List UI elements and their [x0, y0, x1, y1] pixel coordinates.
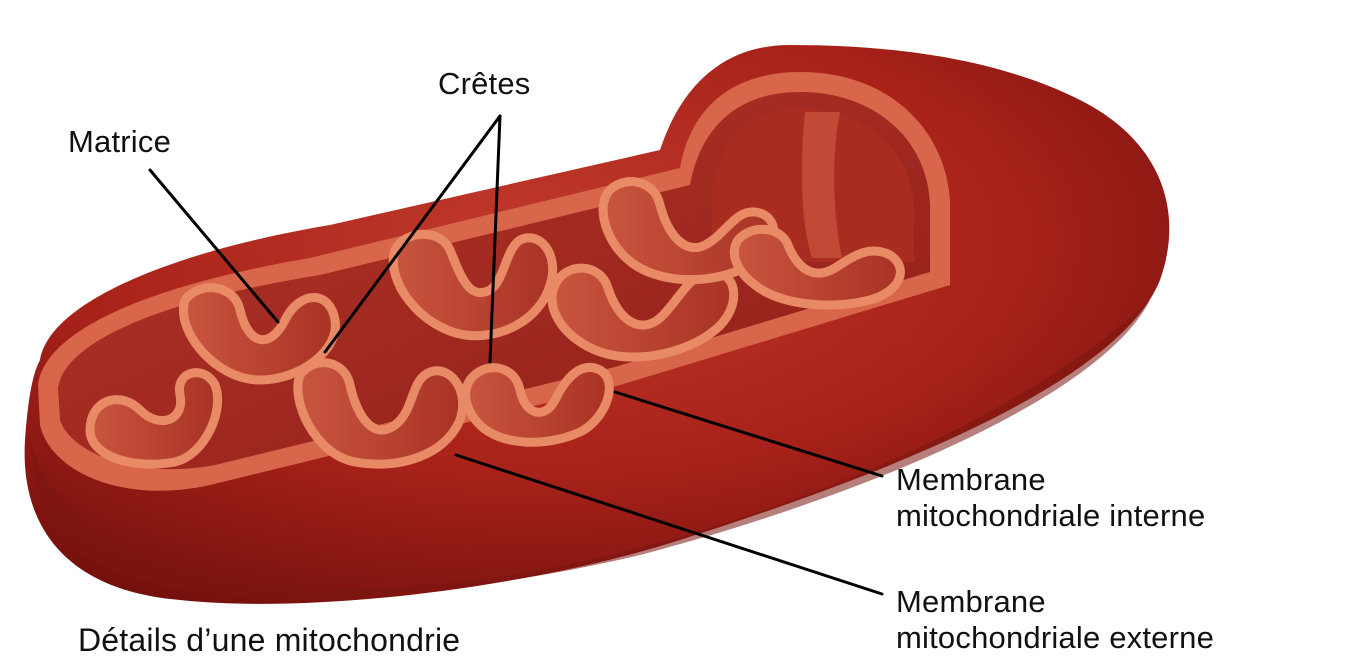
- label-outer-membrane: Membrane mitochondriale externe: [896, 584, 1214, 656]
- label-cretes: Crêtes: [438, 66, 531, 102]
- label-outer-membrane-line2: mitochondriale externe: [896, 620, 1214, 656]
- label-matrice: Matrice: [68, 124, 171, 160]
- label-outer-membrane-line1: Membrane: [896, 584, 1214, 620]
- label-inner-membrane: Membrane mitochondriale interne: [896, 462, 1205, 534]
- figure-caption: Détails d’une mitochondrie: [78, 622, 460, 658]
- label-inner-membrane-line1: Membrane: [896, 462, 1205, 498]
- label-inner-membrane-line2: mitochondriale interne: [896, 498, 1205, 534]
